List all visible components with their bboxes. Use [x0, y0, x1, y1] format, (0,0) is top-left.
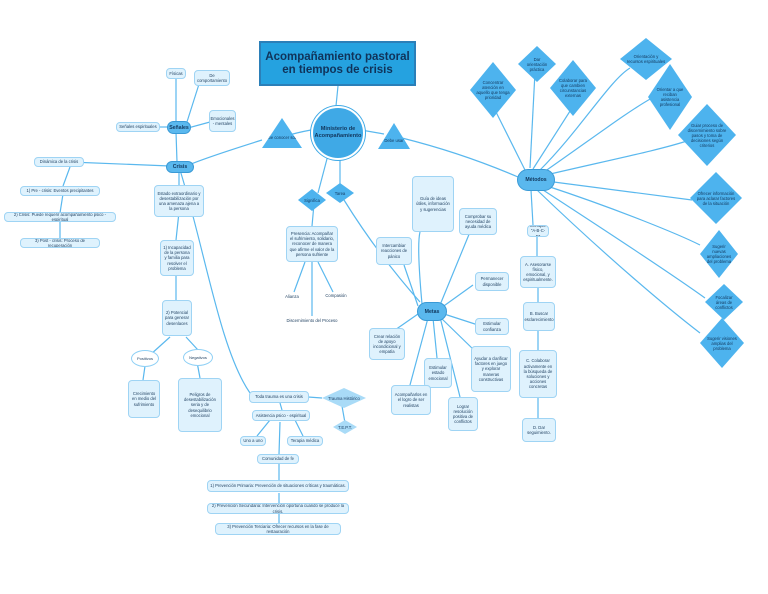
alianza: Alianza: [285, 294, 299, 300]
tept: T.E.P.T.: [333, 420, 357, 434]
lograr-resolucion: Lograr resolución positiva de conflictos: [448, 397, 478, 431]
potencial: 2) Potencial para generar desenlaces: [162, 300, 192, 336]
peligros: Peligros de desestabilización seria y de…: [178, 378, 222, 432]
crisis-hub: Crisis: [166, 161, 194, 173]
senales-fisicas: Físicas: [166, 68, 186, 79]
prevencion-primaria: 1) Prevención Primaria: Prevención de si…: [207, 480, 349, 492]
negativo-circle: Negativos: [183, 349, 213, 366]
dinamica-crisis: Dinámica de la crisis: [34, 157, 84, 167]
estado-extraordinario: Estado extraordinario y desestabilizació…: [154, 185, 204, 217]
central-node: Ministerio de Acompañamiento: [311, 106, 365, 160]
compasion: Compasión: [325, 293, 347, 299]
comunidad-fe: Comunidad de fe: [257, 454, 299, 464]
metas-hub: Metas: [417, 302, 447, 321]
estimular-estado: Estimular estado emocional: [424, 358, 452, 388]
senales-comportamiento: De comportamiento: [194, 70, 230, 86]
terapia-medica: Terapia médica: [287, 436, 323, 446]
discernimiento: Discernimiento del Proceso: [286, 318, 338, 324]
guia-ideas: Guía de ideas útiles, información y suge…: [412, 176, 454, 232]
uno-a-uno: Uno a uno: [240, 436, 266, 446]
paso-b: B. Buscar esclarecimiento: [523, 302, 555, 331]
pre-crisis: 1) Pre - crisis: Eventos precipitantes: [20, 186, 100, 196]
prevencion-terciaria: 3) Prevención Terciaria: Ofrecer recurso…: [215, 523, 341, 535]
significa-diamond: Significa: [298, 189, 326, 211]
paso-a: A. Asesorarse físico, emocional, y espir…: [520, 256, 556, 288]
prevencion-secundaria: 2) Prevención Secundaria: Intervención o…: [207, 503, 349, 514]
senales-emocionales: Emocionales - mentales: [209, 110, 236, 132]
crisis-fase: 2) Crisis: Puede requerir acompañamiento…: [4, 212, 116, 222]
acompanarlos: Acompañarlos en el logro de ser realista…: [391, 385, 431, 415]
intercambiar: Intercambiar reacciones de pánico: [376, 237, 412, 265]
senales-hub: Señales: [167, 121, 191, 134]
comprobar: Comprobar su necesidad de ayuda médica: [459, 208, 497, 235]
incapacidad: 1) Incapacidad de la persona y familia p…: [160, 240, 194, 276]
metodos-hub: Métodos: [517, 169, 555, 191]
paso-c: C. Colaborar activamente en la búsqueda …: [519, 350, 557, 398]
permanecer: Permanecer disponible: [475, 272, 509, 291]
asistencia: Asistencia psico - espiritual: [252, 410, 310, 421]
paso-d: D. Dar seguimiento.: [522, 418, 556, 442]
crecimiento: Crecimiento en medio del sufrimiento: [128, 380, 160, 418]
senales-espirituales: Señales espirituales: [116, 122, 160, 132]
enfoque-abcd: Enfoque "A-B-C-D": [527, 225, 549, 237]
toda-trauma: Toda trauma es una crisis: [249, 391, 309, 403]
positivo-circle: Positivos: [131, 350, 159, 367]
estimular-confianza: Estimular confianza: [475, 318, 509, 335]
crear-relacion: Crear relación de apoyo incondicional y …: [369, 328, 405, 360]
trauma-historico: Trauma Histórico: [322, 388, 366, 408]
presencia: Presencia: Acompañar el sufrimiento, sol…: [286, 226, 338, 262]
post-crisis: 3) Post - crisis: Proceso de recuperació…: [20, 238, 100, 248]
tarea-diamond: Tarea: [326, 183, 354, 203]
ayudar-clarificar: Ayudar a clarificar factores en juego y …: [471, 346, 511, 392]
map-title: Acompañamiento pastoral en tiempos de cr…: [259, 41, 416, 86]
